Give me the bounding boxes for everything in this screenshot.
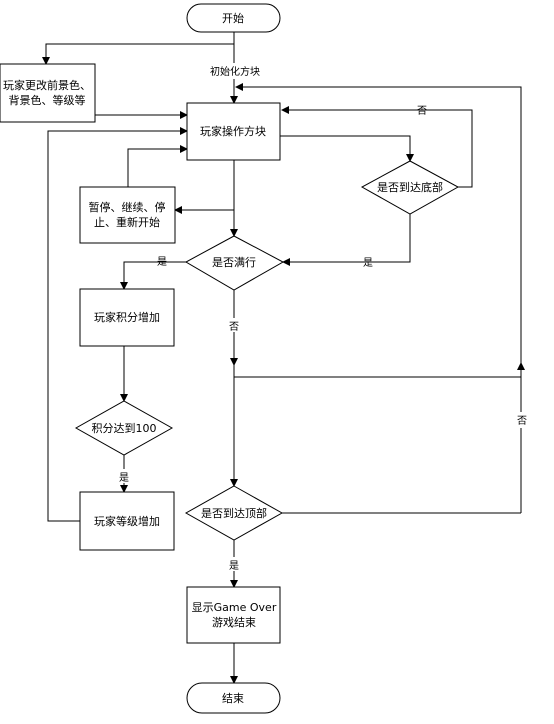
- edge-start-settings: [42, 43, 234, 65]
- node-operate-block-label: 玩家操作方块: [200, 124, 266, 138]
- node-row-full-label: 是否满行: [212, 256, 256, 269]
- node-row-full: 是否满行: [184, 235, 285, 291]
- node-reach-bottom-label: 是否到达底部: [377, 180, 443, 194]
- node-reach-bottom: 是否到达底部: [360, 160, 460, 215]
- node-start-label: 开始: [222, 11, 244, 25]
- edge-operate-bottom: [280, 135, 414, 162]
- node-change-settings-line1: 玩家更改前景色、: [3, 78, 91, 92]
- node-reach-top: 是否到达顶部: [184, 485, 284, 541]
- edge-label-100-yes: 是: [119, 472, 129, 484]
- node-score-100: 积分达到100: [74, 400, 174, 456]
- edge-label-full-yes: 是: [157, 256, 167, 268]
- node-change-settings: 玩家更改前景色、 背景色、等级等: [0, 63, 96, 123]
- node-pause-menu-line1: 暂停、继续、停: [89, 200, 166, 214]
- node-start: 开始: [186, 3, 281, 33]
- edge-label-top-yes: 是: [229, 560, 239, 572]
- node-change-settings-line2: 背景色、等级等: [9, 93, 86, 107]
- edge-label-init: 初始化方块: [210, 65, 260, 78]
- edge-full-yes: [120, 261, 186, 290]
- edge-pause-operate: [127, 145, 188, 187]
- edge-bottom-yes: [282, 214, 411, 266]
- node-reach-top-label: 是否到达顶部: [201, 506, 267, 520]
- node-score-100-label: 积分达到100: [92, 422, 157, 435]
- node-game-over-line1: 显示Game Over: [192, 601, 277, 614]
- edge-labels: 初始化方块 否 是 是 否 是 否 是: [117, 63, 529, 572]
- node-pause-menu-line2: 止、重新开始: [94, 215, 160, 229]
- edge-label-full-no: 否: [229, 321, 239, 333]
- node-pause-menu: 暂停、继续、停 止、重新开始: [79, 186, 176, 244]
- edge-label-top-no: 否: [517, 415, 527, 427]
- node-game-over: 显示Game Over 游戏结束: [186, 586, 281, 644]
- node-end-label: 结束: [222, 692, 244, 705]
- node-game-over-line2: 游戏结束: [212, 616, 256, 629]
- node-score-up: 玩家积分增加: [79, 288, 175, 347]
- edge-label-bottom-no: 否: [417, 105, 427, 117]
- edge-label-bottom-yes: 是: [363, 257, 373, 269]
- edge-levelup-operate: [47, 127, 188, 522]
- node-operate-block: 玩家操作方块: [186, 102, 281, 161]
- node-end: 结束: [186, 682, 281, 714]
- node-level-up-label: 玩家等级增加: [94, 514, 160, 528]
- edges: [42, 32, 525, 684]
- node-level-up: 玩家等级增加: [79, 491, 175, 551]
- node-score-up-label: 玩家积分增加: [94, 310, 160, 324]
- edge-bottom-no: [281, 106, 473, 188]
